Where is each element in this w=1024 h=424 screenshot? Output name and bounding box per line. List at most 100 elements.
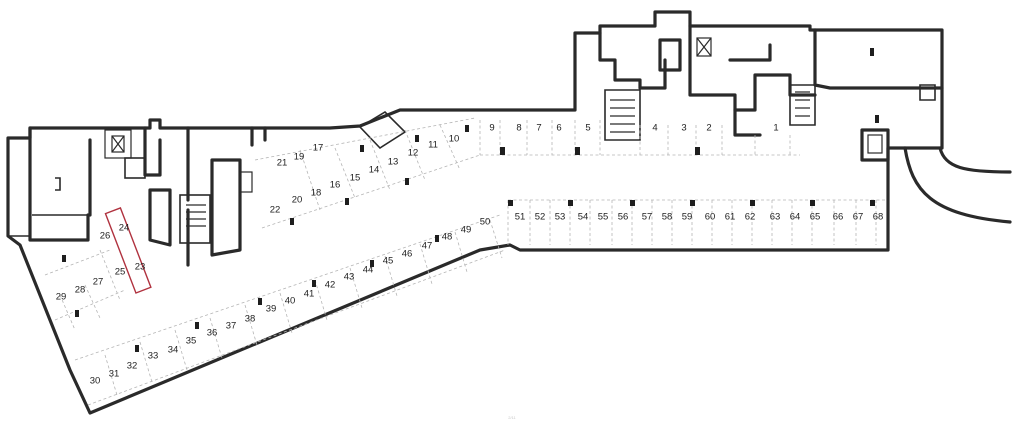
parking-spot-63[interactable]: 63: [766, 209, 784, 225]
parking-spot-29[interactable]: 29: [52, 289, 70, 305]
parking-spot-31[interactable]: 31: [105, 366, 123, 382]
parking-spot-number: 56: [618, 212, 629, 223]
parking-spot-48[interactable]: 48: [438, 229, 456, 245]
parking-spot-number: 65: [810, 212, 821, 223]
parking-spot-37[interactable]: 37: [222, 318, 240, 334]
parking-spot-number: 67: [853, 212, 864, 223]
parking-spot-22[interactable]: 22: [266, 202, 284, 218]
parking-spot-30[interactable]: 30: [86, 373, 104, 389]
parking-spot-39[interactable]: 39: [262, 301, 280, 317]
parking-spot-46[interactable]: 46: [398, 246, 416, 262]
parking-spot-number: 68: [873, 212, 884, 223]
parking-spot-67[interactable]: 67: [849, 209, 867, 225]
parking-spot-20[interactable]: 20: [288, 192, 306, 208]
parking-spot-44[interactable]: 44: [359, 262, 377, 278]
columns: [62, 48, 879, 352]
parking-spot-14[interactable]: 14: [365, 162, 383, 178]
parking-spot-16[interactable]: 16: [326, 177, 344, 193]
parking-spot-number: 22: [270, 205, 281, 216]
parking-spot-55[interactable]: 55: [594, 209, 612, 225]
parking-spot-42[interactable]: 42: [321, 277, 339, 293]
parking-spot-number: 12: [408, 148, 419, 159]
parking-spot-number: 40: [285, 296, 296, 307]
parking-spot-number: 49: [461, 225, 472, 236]
parking-spot-32[interactable]: 32: [123, 358, 141, 374]
parking-spot-62[interactable]: 62: [741, 209, 759, 225]
parking-spot-number: 33: [148, 351, 159, 362]
parking-spot-65[interactable]: 65: [806, 209, 824, 225]
parking-spot-68[interactable]: 68: [869, 209, 887, 225]
parking-spot-41[interactable]: 41: [300, 286, 318, 302]
parking-spot-6[interactable]: 6: [550, 120, 568, 136]
parking-spot-28[interactable]: 28: [71, 282, 89, 298]
parking-spot-4[interactable]: 4: [646, 120, 664, 136]
parking-spot-number: 37: [226, 321, 237, 332]
parking-spot-17[interactable]: 17: [309, 140, 327, 156]
parking-spot-26[interactable]: 26: [96, 228, 114, 244]
parking-spot-59[interactable]: 59: [678, 209, 696, 225]
parking-spot-number: 57: [642, 212, 653, 223]
parking-spot-number: 1: [773, 123, 778, 134]
parking-spot-5[interactable]: 5: [579, 120, 597, 136]
parking-spot-34[interactable]: 34: [164, 342, 182, 358]
parking-spot-7[interactable]: 7: [530, 120, 548, 136]
parking-spot-number: 6: [556, 123, 561, 134]
parking-spot-number: 7: [536, 123, 541, 134]
parking-spot-10[interactable]: 10: [445, 131, 463, 147]
parking-spot-number: 51: [515, 212, 526, 223]
parking-spot-33[interactable]: 33: [144, 348, 162, 364]
parking-spot-number: 53: [555, 212, 566, 223]
parking-spot-number: 39: [266, 304, 277, 315]
parking-spot-8[interactable]: 8: [510, 120, 528, 136]
parking-spot-58[interactable]: 58: [658, 209, 676, 225]
parking-spot-38[interactable]: 38: [241, 311, 259, 327]
parking-spot-23[interactable]: 23: [131, 259, 149, 275]
parking-spot-61[interactable]: 61: [721, 209, 739, 225]
parking-spot-36[interactable]: 36: [203, 325, 221, 341]
parking-spot-18[interactable]: 18: [307, 185, 325, 201]
parking-spot-3[interactable]: 3: [675, 120, 693, 136]
parking-spot-2[interactable]: 2: [700, 120, 718, 136]
parking-spot-number: 19: [294, 152, 305, 163]
parking-spot-12[interactable]: 12: [404, 145, 422, 161]
parking-spot-number: 35: [186, 336, 197, 347]
parking-spot-15[interactable]: 15: [346, 170, 364, 186]
parking-spot-51[interactable]: 51: [511, 209, 529, 225]
parking-spot-number: 42: [325, 280, 336, 291]
parking-spot-60[interactable]: 60: [701, 209, 719, 225]
parking-spot-35[interactable]: 35: [182, 333, 200, 349]
parking-spot-40[interactable]: 40: [281, 293, 299, 309]
parking-spot-25[interactable]: 25: [111, 264, 129, 280]
shaft: [358, 110, 407, 150]
parking-spot-57[interactable]: 57: [638, 209, 656, 225]
parking-spot-21[interactable]: 21: [273, 155, 291, 171]
parking-spot-45[interactable]: 45: [379, 253, 397, 269]
parking-spot-number: 25: [115, 267, 126, 278]
parking-spot-43[interactable]: 43: [340, 269, 358, 285]
parking-spot-47[interactable]: 47: [418, 238, 436, 254]
bay-lines: [44, 117, 886, 406]
parking-spot-9[interactable]: 9: [483, 120, 501, 136]
parking-spot-1[interactable]: 1: [767, 120, 785, 136]
parking-spot-56[interactable]: 56: [614, 209, 632, 225]
parking-spot-number: 3: [681, 123, 686, 134]
parking-spot-13[interactable]: 13: [384, 154, 402, 170]
parking-spot-54[interactable]: 54: [574, 209, 592, 225]
parking-spot-number: 64: [790, 212, 801, 223]
parking-spot-24[interactable]: 24: [115, 220, 133, 236]
parking-spot-number: 61: [725, 212, 736, 223]
parking-spot-27[interactable]: 27: [89, 274, 107, 290]
parking-spot-49[interactable]: 49: [457, 222, 475, 238]
parking-spot-19[interactable]: 19: [290, 149, 308, 165]
parking-spots: 1234567891011121314151617181920212223242…: [52, 120, 887, 389]
parking-spot-11[interactable]: 11: [424, 137, 442, 153]
parking-spot-number: 15: [350, 173, 361, 184]
parking-spot-number: 29: [56, 292, 67, 303]
parking-spot-64[interactable]: 64: [786, 209, 804, 225]
parking-spot-50[interactable]: 50: [476, 214, 494, 230]
parking-spot-66[interactable]: 66: [829, 209, 847, 225]
parking-spot-53[interactable]: 53: [551, 209, 569, 225]
parking-spot-number: 30: [90, 376, 101, 387]
parking-spot-52[interactable]: 52: [531, 209, 549, 225]
